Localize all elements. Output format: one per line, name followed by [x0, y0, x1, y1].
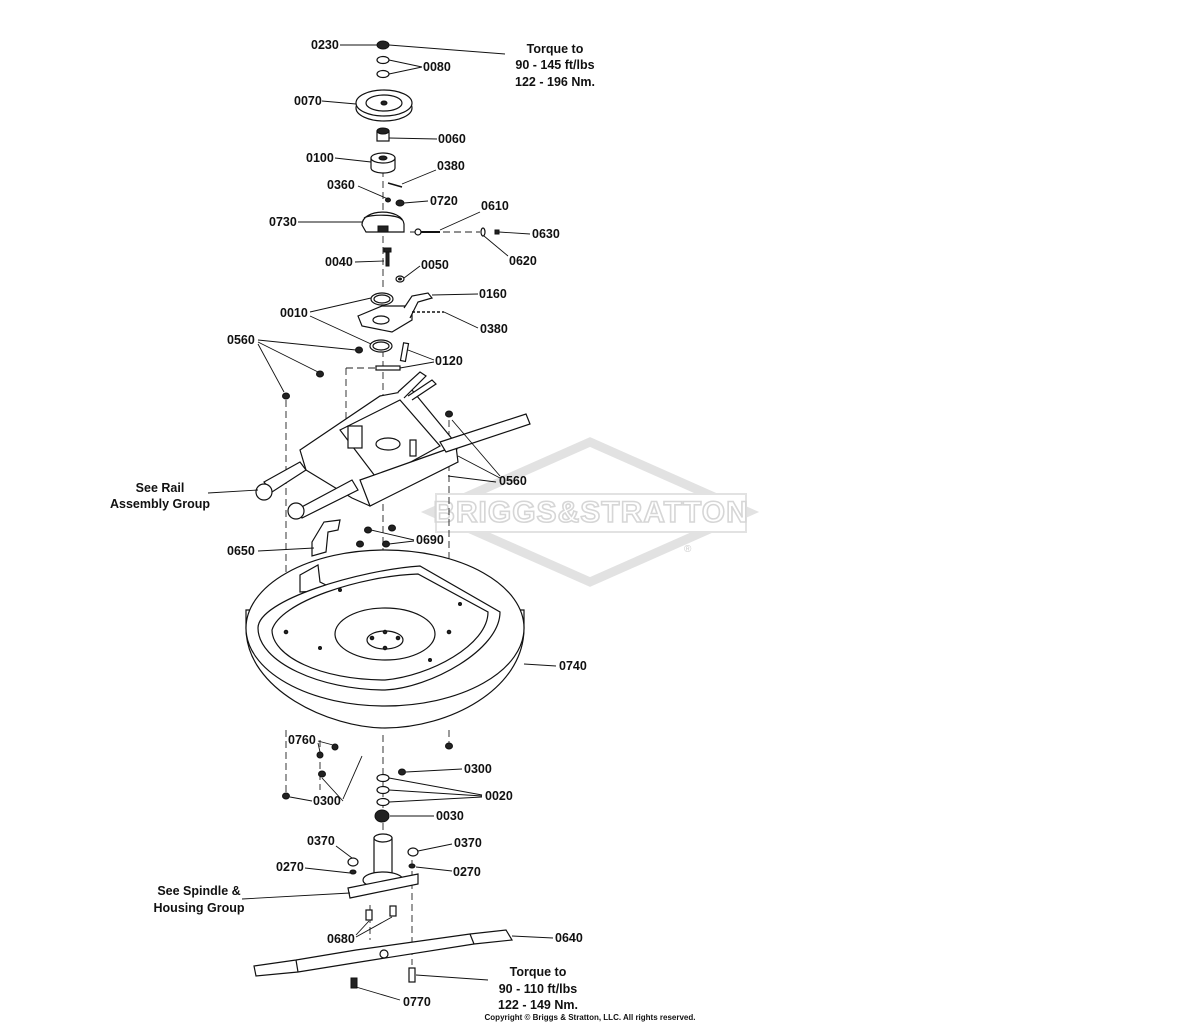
- label-0010: 0010: [280, 306, 308, 320]
- watermark-registered: ®: [684, 544, 692, 555]
- rail-note-line-1: See Rail: [136, 481, 185, 495]
- copyright-text: Copyright © Briggs & Stratton, LLC. All …: [485, 1013, 696, 1022]
- o-ring-0010-bottom: [369, 339, 393, 353]
- label-0300-right: 0300: [464, 762, 492, 776]
- label-0730: 0730: [269, 215, 297, 229]
- label-0060: 0060: [438, 132, 466, 146]
- rail-note-line-2: Assembly Group: [110, 497, 210, 511]
- o-ring-0010-top: [370, 292, 394, 306]
- pulley-0070: [355, 89, 413, 122]
- blade-0640: [253, 929, 513, 977]
- leader-lines: [207, 44, 557, 1001]
- bushing-0060: [376, 127, 390, 142]
- washers-0270: [349, 863, 416, 875]
- torque-bottom-line-2: 90 - 110 ft/lbs: [499, 982, 578, 996]
- bearing-0030: [374, 809, 390, 823]
- bracket-0730: [361, 211, 405, 233]
- hardware-0300: [282, 742, 453, 800]
- nuts-0690: [356, 524, 396, 548]
- torque-top-line-2: 90 - 145 ft/lbs: [515, 58, 594, 72]
- nut-0230: [376, 40, 390, 50]
- spindle-housing-note: See Spindle & Housing Group: [154, 884, 245, 915]
- bolt-0610: [414, 228, 440, 236]
- label-0770: 0770: [403, 995, 431, 1009]
- label-0030: 0030: [436, 809, 464, 823]
- label-0300-left: 0300: [313, 794, 341, 808]
- bolt-0040: [383, 247, 392, 267]
- label-0230: 0230: [311, 38, 339, 52]
- spindle-housing: [347, 833, 419, 899]
- pin-0380-top: [387, 182, 403, 188]
- bolts-0770: [350, 967, 416, 989]
- spindle-note-line-1: See Spindle &: [157, 884, 240, 898]
- frame-carriage: [255, 371, 531, 520]
- spindle-note-line-2: Housing Group: [154, 901, 245, 915]
- label-0640: 0640: [555, 931, 583, 945]
- label-0360: 0360: [327, 178, 355, 192]
- label-0680: 0680: [327, 932, 355, 946]
- torque-bottom-line-3: 122 - 149 Nm.: [498, 998, 578, 1012]
- spacer-0100: [370, 152, 396, 174]
- label-0080: 0080: [423, 60, 451, 74]
- bolts-0560: [282, 346, 453, 418]
- torque-top-line-3: 122 - 196 Nm.: [515, 75, 595, 89]
- washers-0080: [376, 55, 390, 79]
- label-0760: 0760: [288, 733, 316, 747]
- bolts-0680: [365, 905, 397, 921]
- label-0560-left: 0560: [227, 333, 255, 347]
- label-0020: 0020: [485, 789, 513, 803]
- torque-note-bottom: Torque to 90 - 110 ft/lbs 122 - 149 Nm.: [498, 965, 578, 1012]
- plate-0160: [357, 292, 434, 333]
- torque-bottom-line-1: Torque to: [510, 965, 567, 979]
- label-0650: 0650: [227, 544, 255, 558]
- label-0380-top: 0380: [437, 159, 465, 173]
- label-0610: 0610: [481, 199, 509, 213]
- rail-assembly-note: See Rail Assembly Group: [110, 481, 210, 511]
- torque-top-line-1: Torque to: [527, 42, 584, 56]
- label-0040: 0040: [325, 255, 353, 269]
- label-0370-right: 0370: [454, 836, 482, 850]
- clip-0360: [385, 197, 391, 203]
- label-0690: 0690: [416, 533, 444, 547]
- label-0620: 0620: [509, 254, 537, 268]
- label-0270-right: 0270: [453, 865, 481, 879]
- label-0070: 0070: [294, 94, 322, 108]
- torque-note-top: Torque to 90 - 145 ft/lbs 122 - 196 Nm.: [515, 42, 595, 89]
- label-0160: 0160: [479, 287, 507, 301]
- nuts-0370: [347, 847, 419, 867]
- nut-0720: [395, 199, 405, 207]
- bracket-0650: [311, 519, 341, 557]
- part-labels: 0230 0080 0070 0060 0100 0380 0360 0720 …: [227, 38, 587, 1009]
- label-0630: 0630: [532, 227, 560, 241]
- label-0270-left: 0270: [276, 860, 304, 874]
- nut-0050: [395, 275, 405, 283]
- label-0720: 0720: [430, 194, 458, 208]
- washers-0020: [376, 773, 390, 807]
- watermark-brand-text: BRIGGS&STRATTON: [433, 496, 749, 529]
- label-0370-left: 0370: [307, 834, 335, 848]
- label-0100: 0100: [306, 151, 334, 165]
- label-0380-mid: 0380: [480, 322, 508, 336]
- label-0740: 0740: [559, 659, 587, 673]
- mower-deck-0740: [245, 549, 525, 729]
- label-0050: 0050: [421, 258, 449, 272]
- brand-watermark: BRIGGS&STRATTON ®: [420, 437, 760, 587]
- label-0120: 0120: [435, 354, 463, 368]
- label-0560-right: 0560: [499, 474, 527, 488]
- washer-0620-0630: [480, 227, 500, 237]
